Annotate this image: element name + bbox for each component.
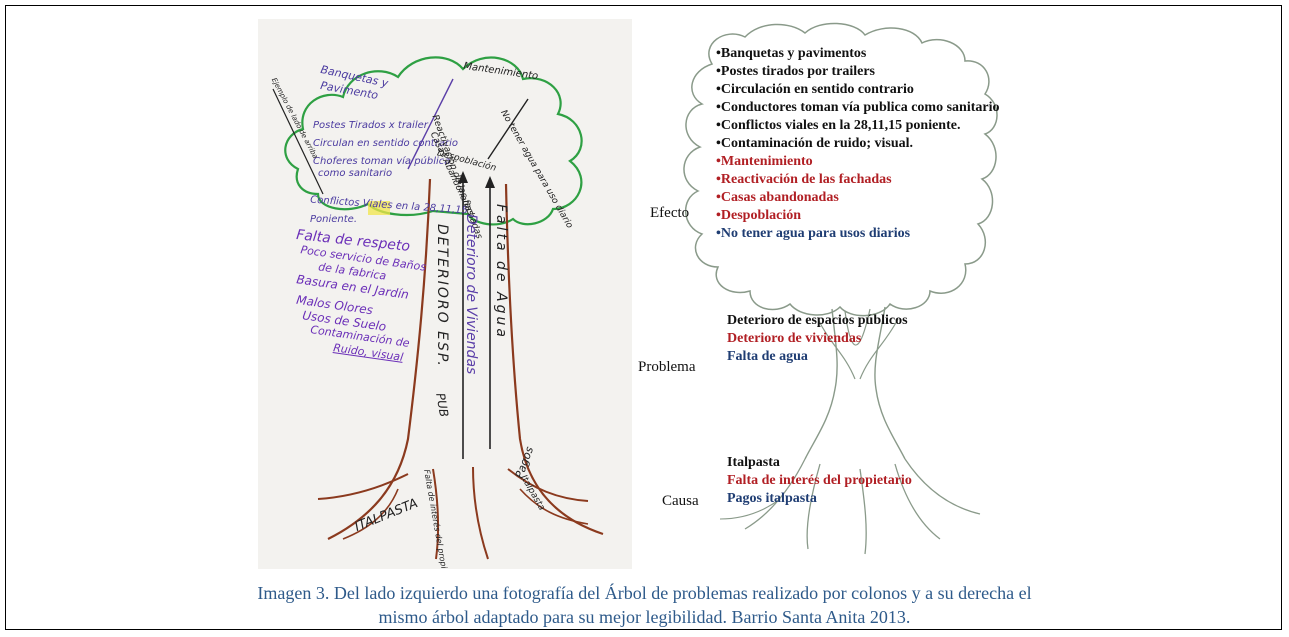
problem-item: Deterioro de viviendas <box>727 331 862 346</box>
hand-drawn-tree <box>272 56 604 560</box>
photo-note-sanitario: como sanitario <box>318 168 393 179</box>
effects-list: •Banquetas y pavimentos •Postes tirados … <box>716 45 1000 243</box>
effect-item: •Circulación en sentido contrario <box>716 82 914 97</box>
causes-list: Italpasta Falta de interés del propietar… <box>727 454 912 508</box>
adapted-tree-diagram: •Banquetas y pavimentos •Postes tirados … <box>638 19 1060 569</box>
cause-item: Italpasta <box>727 455 780 470</box>
photo-trunk-esp: DETERIORO ESP. <box>434 224 450 368</box>
photo-note-poniente: Poniente. <box>310 214 358 225</box>
label-effect: Efecto <box>650 205 690 221</box>
figure-caption: Imagen 3. Del lado izquierdo una fotogra… <box>0 581 1289 629</box>
problem-item: Deterioro de espacios públicos <box>727 313 908 328</box>
photo-trunk-viviendas: Deterioro de Viviendas <box>463 214 479 375</box>
tree-photo: Banquetas y Pavimento Postes Tirados x t… <box>258 19 632 569</box>
effect-item: •Conductores toman vía publica como sani… <box>716 100 1000 115</box>
photo-note-postes: Postes Tirados x trailer <box>313 120 428 131</box>
label-cause: Causa <box>662 493 699 509</box>
effect-item: •Banquetas y pavimentos <box>716 46 867 61</box>
effect-item: •Despoblación <box>716 208 802 223</box>
photo-trunk-pub: PUB <box>433 391 452 419</box>
problem-item: Falta de agua <box>727 349 808 364</box>
effect-item: •No tener agua para usos diarios <box>716 226 911 241</box>
effect-item: •Mantenimiento <box>716 154 813 169</box>
photo-note-circulan: Circulan en sentido contrario <box>313 138 458 149</box>
cause-item: Falta de interés del propietario <box>727 473 912 488</box>
effect-item: •Casas abandonadas <box>716 190 839 205</box>
label-problem: Problema <box>638 359 696 375</box>
figure-frame <box>5 5 1282 630</box>
caption-line-2: mismo árbol adaptado para su mejor legib… <box>378 607 911 627</box>
photo-trunk-agua: Falta de Agua <box>493 204 509 340</box>
caption-line-1: Imagen 3. Del lado izquierdo una fotogra… <box>257 583 1032 603</box>
effect-item: •Postes tirados por trailers <box>716 64 876 79</box>
photo-note-choferes: Choferes toman vía pública <box>313 156 451 167</box>
cause-item: Pagos italpasta <box>727 491 817 506</box>
tree-outline <box>683 22 998 555</box>
problems-list: Deterioro de espacios públicos Deterioro… <box>727 312 908 366</box>
effect-item: •Contaminación de ruido; visual. <box>716 136 914 151</box>
effect-item: •Reactivación de las fachadas <box>716 172 892 187</box>
effect-item: •Conflictos viales en la 28,11,15 ponien… <box>716 118 961 133</box>
